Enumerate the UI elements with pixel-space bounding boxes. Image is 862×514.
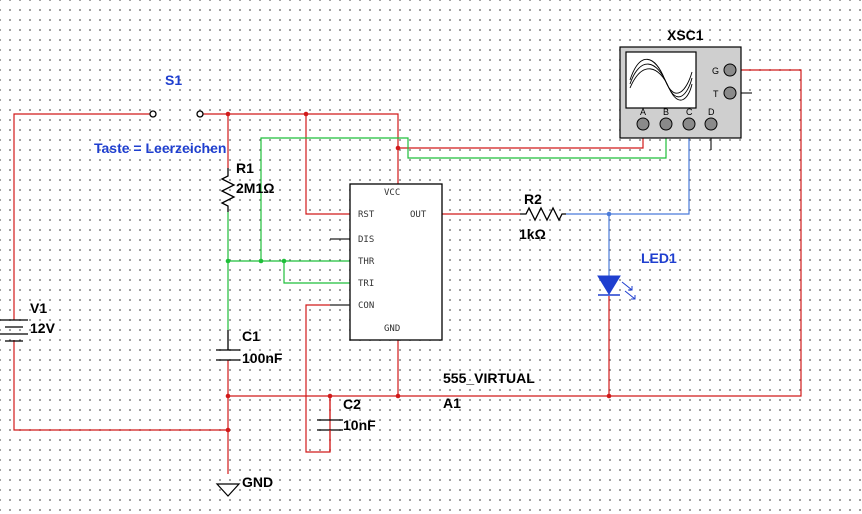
waveform-icon [629, 58, 693, 101]
led-ref-label: LED1 [641, 250, 677, 266]
battery-ref-label: V1 [30, 300, 47, 316]
timer-pin-vcc: VCC [384, 188, 400, 198]
timer-ref-label: A1 [443, 395, 461, 411]
timer-body [349, 183, 443, 341]
oscilloscope-terminal-d[interactable] [704, 117, 718, 131]
timer-model-label: 555_VIRTUAL [443, 370, 535, 386]
battery-v1[interactable]: V1 12V [0, 300, 56, 342]
c1-ref-label: C1 [242, 328, 260, 344]
timer-pin-tri: TRI [358, 279, 374, 289]
capacitor-c1[interactable]: C1 100nF [216, 328, 283, 366]
ground-label: GND [242, 474, 273, 490]
c2-value-label: 10nF [343, 417, 376, 433]
timer-pin-gnd: GND [384, 324, 400, 334]
resistor-r1[interactable]: R1 2M1Ω [220, 160, 274, 212]
c2-ref-label: C2 [343, 396, 361, 412]
battery-value-label: 12V [30, 320, 56, 336]
ground-symbol[interactable]: GND [215, 474, 273, 497]
r2-value-label: 1kΩ [519, 226, 546, 242]
threshold-wires[interactable] [227, 128, 667, 330]
resistor-r2[interactable]: R2 1kΩ [519, 191, 566, 242]
junction-dots [225, 111, 612, 433]
led-emission-arrow [621, 281, 633, 291]
oscilloscope-terminal-g[interactable] [723, 63, 737, 77]
timer-pin-dis: DIS [358, 235, 374, 245]
oscilloscope-screen [625, 51, 697, 109]
oscilloscope-terminal-t[interactable] [723, 86, 737, 100]
oscilloscope-terminal-a[interactable] [636, 117, 650, 131]
oscilloscope-xsc1[interactable]: XSC1 A B C D G T [619, 27, 742, 139]
terminal-g-label: G [712, 66, 719, 76]
switch-terminal-left [149, 110, 157, 118]
ground-icon [215, 483, 241, 497]
timer-pin-con: CON [358, 301, 374, 311]
terminal-t-label: T [713, 89, 719, 99]
switch-key-hint: Taste = Leerzeichen [94, 140, 226, 156]
oscilloscope-terminal-b[interactable] [659, 117, 673, 131]
channel-b-label: B [663, 107, 669, 117]
timer-pin-out: OUT [410, 210, 427, 220]
oscilloscope-terminal-c[interactable] [682, 117, 696, 131]
channel-a-label: A [640, 107, 646, 117]
r1-ref-label: R1 [236, 160, 254, 176]
oscilloscope-ref-label: XSC1 [667, 27, 704, 43]
timer-pin-thr: THR [358, 257, 375, 267]
r2-ref-label: R2 [524, 191, 542, 207]
capacitor-c2[interactable]: C2 10nF [317, 396, 376, 452]
switch-ref-label: S1 [165, 72, 182, 88]
led-1[interactable]: LED1 [597, 250, 677, 300]
led-symbol [597, 275, 621, 295]
channel-d-label: D [708, 107, 715, 117]
timer-555[interactable]: VCC RST OUT DIS THR TRI CON GND 555_VIRT… [330, 183, 535, 411]
switch-s1[interactable]: S1 Taste = Leerzeichen [94, 72, 226, 156]
channel-c-label: C [686, 107, 693, 117]
switch-terminal-right [196, 110, 204, 118]
r1-value-label: 2M1Ω [236, 180, 274, 196]
c1-value-label: 100nF [242, 350, 283, 366]
timer-pin-rst: RST [358, 210, 375, 220]
